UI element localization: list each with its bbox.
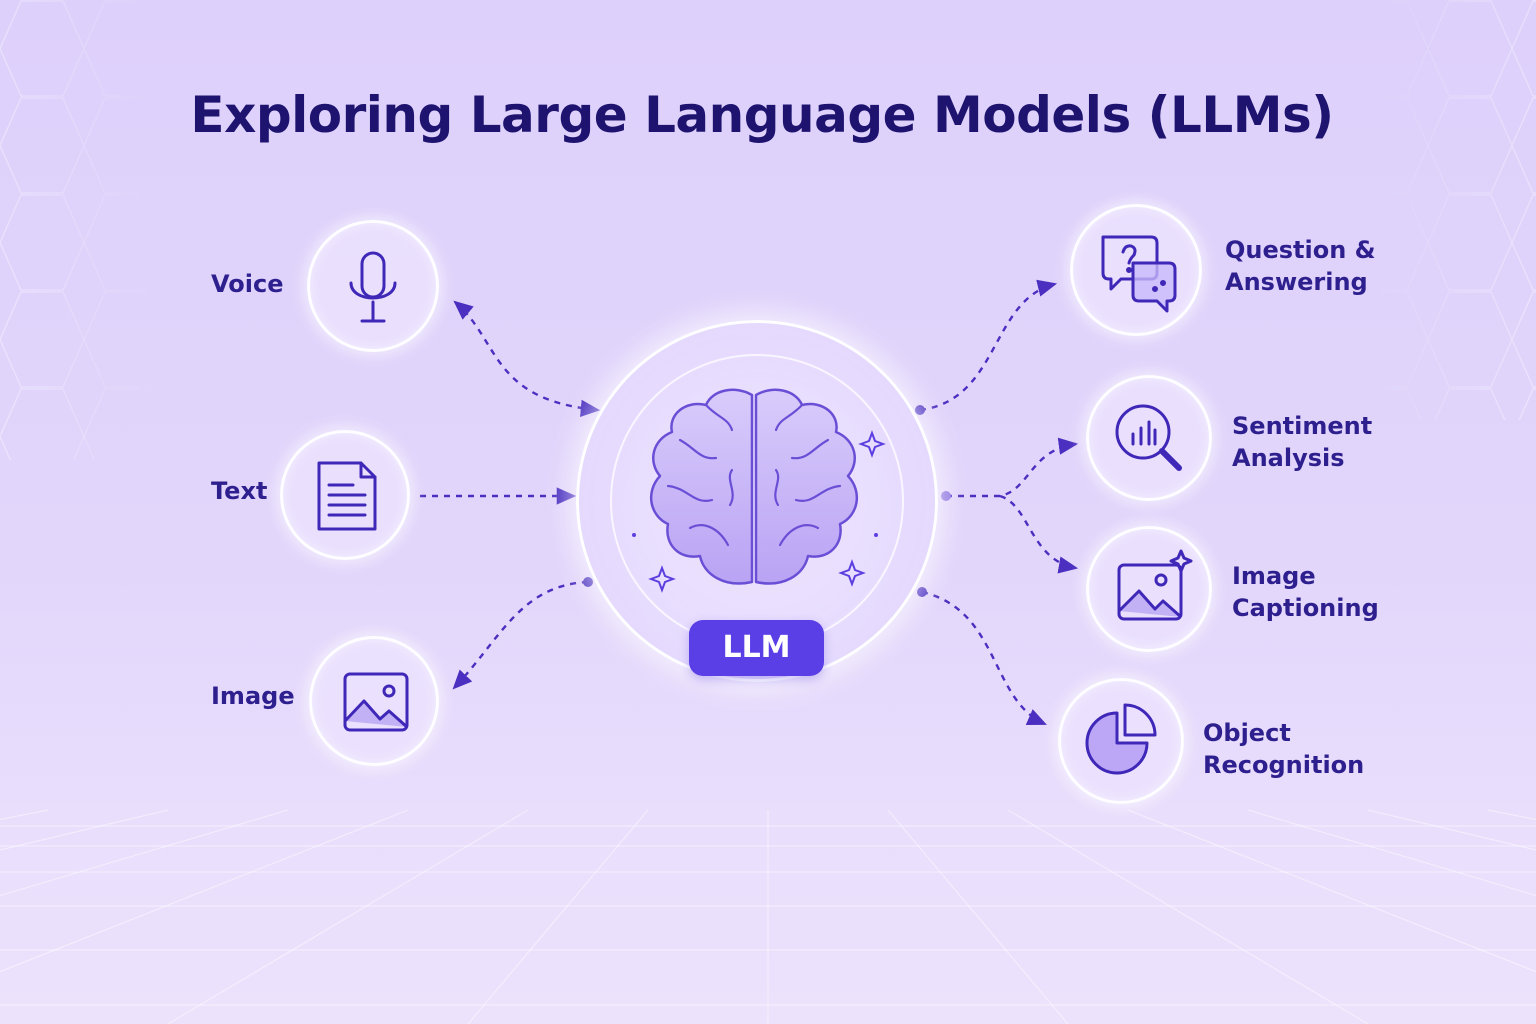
floor-grid-line [887,809,1069,1024]
output-node-sentiment-analysis[interactable] [1086,375,1212,501]
input-label-image: Image [211,682,295,710]
pie-chart-icon [1085,703,1157,775]
image-icon [343,672,409,732]
output-node-object-recognition[interactable] [1058,678,1184,804]
chat-bubbles-icon [1101,235,1177,313]
input-node-voice[interactable] [307,220,439,352]
input-node-text[interactable] [280,430,410,560]
page-title: Exploring Large Language Models (LLMs) [0,86,1536,144]
label-line: Question & [1225,236,1376,264]
input-label-voice: Voice [211,270,284,298]
label-line: Image [1232,562,1316,590]
image-sparkle-icon [1117,549,1193,621]
llm-badge: LLM [689,620,824,676]
floor-grid-line [1007,809,1369,1024]
output-label-object-recognition: Object Recognition [1203,717,1364,781]
label-line: Captioning [1232,594,1379,622]
connector-image [452,580,589,690]
floor-grid-line [1367,809,1536,851]
connector-dot [915,405,925,415]
floor-grid-line [0,809,169,851]
label-line: Recognition [1203,751,1365,779]
magnifier-chart-icon [1115,404,1182,471]
connector-question [919,279,1058,412]
floor-grid-line [1127,809,1536,973]
connector-dot [583,577,593,587]
connector-dot [917,587,927,597]
microphone-icon [349,251,397,323]
floor-grid-line [0,809,289,897]
input-node-image[interactable] [309,636,439,766]
connector-dot [941,491,951,501]
connector-object [921,590,1047,726]
label-line: Sentiment [1232,412,1373,440]
document-icon [317,461,377,531]
output-label-question-answering: Question & Answering [1225,234,1376,298]
floor-grid-line [0,809,409,973]
output-node-image-captioning[interactable] [1086,526,1212,652]
floor-grid-line [1247,809,1536,897]
floor-grid-line [167,809,529,1024]
input-label-text: Text [211,477,268,505]
floor-grid-line [467,809,649,1024]
output-label-image-captioning: Image Captioning [1232,560,1379,624]
output-label-sentiment-analysis: Sentiment Analysis [1232,410,1372,474]
connector-sentiment [946,437,1079,498]
label-line: Object [1203,719,1291,747]
output-node-question-answering[interactable] [1070,204,1202,336]
label-line: Answering [1225,268,1368,296]
label-line: Analysis [1232,444,1345,472]
title-text: Exploring Large Language Models (LLMs) [190,86,1334,144]
connector-captioning [999,494,1079,574]
